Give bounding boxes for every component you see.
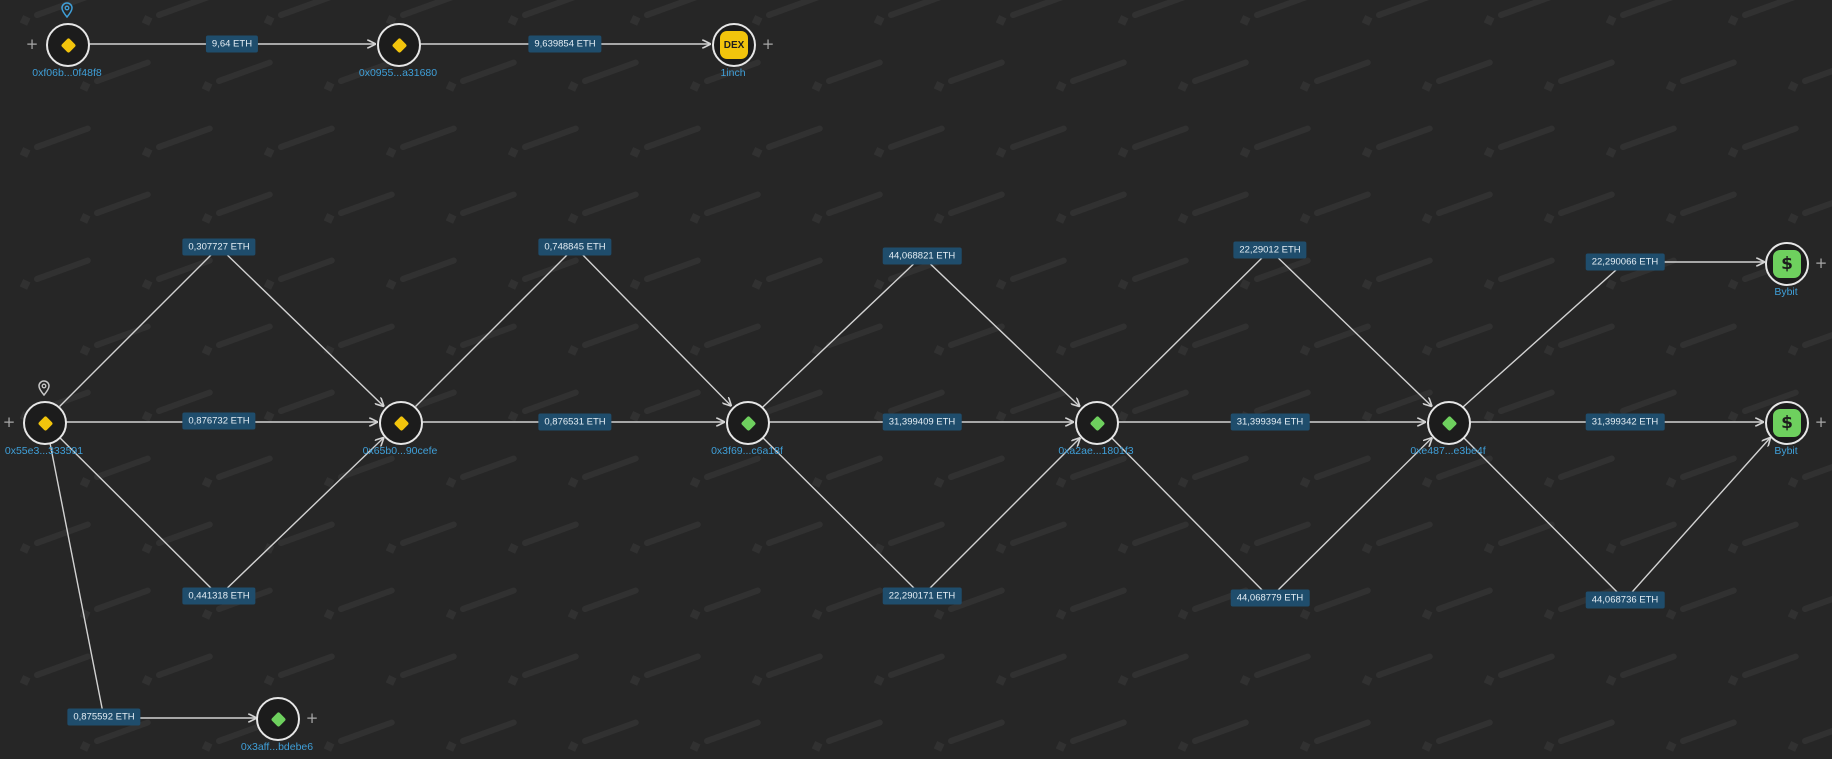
edge-amount-label[interactable]: 44,068821 ETH [882, 247, 962, 265]
edge-amount-label[interactable]: 31,399394 ETH [1230, 413, 1310, 431]
wallet-node[interactable] [1427, 401, 1471, 445]
node-address-label[interactable]: 0x55e3...333591 [4, 445, 84, 457]
edge-amount-label[interactable]: 44,068736 ETH [1585, 591, 1665, 609]
expand-left-plus-icon[interactable]: + [25, 35, 39, 53]
edge-line[interactable] [1462, 262, 1764, 408]
wallet-diamond-icon [391, 37, 407, 53]
node-address-label[interactable]: Bybit [1774, 286, 1798, 298]
wallet-node[interactable] [23, 401, 67, 445]
edge-amount-label[interactable]: 0,441318 ETH [182, 587, 256, 605]
wallet-node[interactable] [256, 697, 300, 741]
wallet-node[interactable] [726, 401, 770, 445]
edge-line[interactable] [1462, 437, 1770, 602]
expand-right-plus-icon[interactable]: + [305, 709, 319, 727]
dollar-icon: $ [1773, 250, 1801, 278]
wallet-diamond-icon [60, 37, 76, 53]
node-address-label[interactable]: 1inch [720, 67, 746, 79]
dex-node[interactable]: DEX [712, 23, 756, 67]
wallet-node[interactable] [377, 23, 421, 67]
edge-amount-label[interactable]: 31,399342 ETH [1585, 413, 1665, 431]
node-address-label[interactable]: 0xa2ae...1801f3 [1058, 445, 1134, 457]
node-address-label[interactable]: 0x65b0...90cefe [362, 445, 438, 457]
wallet-diamond-icon [393, 415, 409, 431]
expand-right-plus-icon[interactable]: + [1814, 413, 1828, 431]
wallet-node[interactable] [46, 23, 90, 67]
wallet-diamond-icon [1089, 415, 1105, 431]
node-address-label[interactable]: 0xf06b...0f48f8 [32, 67, 102, 79]
node-address-label[interactable]: 0x0955...a31680 [358, 67, 438, 79]
edge-line[interactable] [762, 438, 1080, 597]
node-address-label[interactable]: 0x3f69...c6a18f [711, 445, 783, 457]
edge-amount-label[interactable]: 31,399409 ETH [882, 413, 962, 431]
edge-amount-label[interactable]: 44,068779 ETH [1230, 589, 1310, 607]
edge-amount-label[interactable]: 0,876531 ETH [538, 413, 612, 431]
expand-right-plus-icon[interactable]: + [1814, 254, 1828, 272]
node-address-label[interactable]: 0x3aff...bdebe6 [240, 741, 314, 753]
edge-amount-label[interactable]: 9,639854 ETH [528, 35, 602, 53]
wallet-diamond-icon [740, 415, 756, 431]
wallet-node[interactable] [1075, 401, 1119, 445]
edge-amount-label[interactable]: 22,29012 ETH [1233, 241, 1307, 259]
node-address-label[interactable]: Bybit [1774, 445, 1798, 457]
edge-line[interactable] [415, 246, 731, 406]
node-address-label[interactable]: 0xe487...e3be4f [1410, 445, 1486, 457]
exchange-node[interactable]: $ [1765, 401, 1809, 445]
edge-amount-label[interactable]: 0,307727 ETH [182, 238, 256, 256]
location-pin-icon[interactable] [37, 380, 51, 396]
wallet-diamond-icon [1441, 415, 1457, 431]
wallet-diamond-icon [270, 711, 286, 727]
edge-line[interactable] [762, 255, 1079, 407]
edge-amount-label[interactable]: 22,290066 ETH [1585, 253, 1665, 271]
edge-amount-label[interactable]: 9,64 ETH [205, 35, 259, 53]
edge-line[interactable] [59, 438, 384, 597]
dollar-icon: $ [1773, 409, 1801, 437]
edge-amount-label[interactable]: 22,290171 ETH [882, 587, 962, 605]
edge-amount-label[interactable]: 0,748845 ETH [538, 238, 612, 256]
edge-line[interactable] [49, 442, 256, 718]
wallet-diamond-icon [37, 415, 53, 431]
expand-right-plus-icon[interactable]: + [761, 35, 775, 53]
location-pin-icon[interactable] [60, 2, 74, 18]
exchange-node[interactable]: $ [1765, 242, 1809, 286]
wallet-node[interactable] [379, 401, 423, 445]
edge-line[interactable] [59, 246, 384, 406]
edge-amount-label[interactable]: 0,875592 ETH [67, 708, 141, 726]
edge-amount-label[interactable]: 0,876732 ETH [182, 412, 256, 430]
dex-badge-icon: DEX [720, 31, 748, 59]
edge-line[interactable] [1110, 438, 1431, 599]
edge-line[interactable] [1111, 249, 1432, 407]
expand-left-plus-icon[interactable]: + [2, 413, 16, 431]
